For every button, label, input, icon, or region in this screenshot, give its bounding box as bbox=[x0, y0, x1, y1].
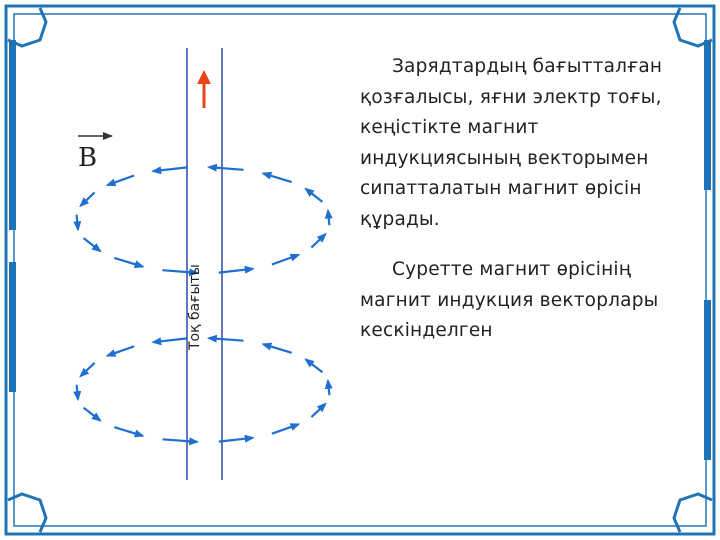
frame-left-bar-bottom bbox=[9, 262, 16, 392]
field-lower-arrow-7 bbox=[82, 406, 102, 422]
field-upper-arrow-14 bbox=[304, 187, 324, 203]
field-upper-arrow-5 bbox=[162, 268, 200, 277]
field-lower-arrow-1 bbox=[324, 378, 333, 396]
frame-right-bar-bottom bbox=[704, 300, 711, 460]
corner-ornament-top-right bbox=[672, 7, 713, 48]
paragraph-2-line-3: кескінделген bbox=[360, 320, 493, 341]
paragraph-1-line-4: индукциясының векторымен bbox=[360, 147, 649, 169]
paragraph-1-line-5: сипатталатын магнит өрісін bbox=[360, 178, 642, 199]
paragraph-2-line-1: Суретте магнит өрісінің bbox=[392, 259, 632, 280]
upper-field-loop bbox=[73, 163, 333, 277]
field-lower-arrow-8 bbox=[73, 384, 82, 402]
field-upper-arrow-12 bbox=[206, 163, 244, 172]
paragraph-figure-caption: Суретте магнит өрісінің магнит индукция … bbox=[360, 255, 710, 347]
paragraph-field-definition: Зарядтардың бағытталған қозғалысы, яғни … bbox=[360, 52, 710, 235]
field-lower-arrow-3 bbox=[271, 423, 301, 435]
field-upper-arrow-3 bbox=[271, 253, 301, 266]
paragraph-1-line-6: құрады. bbox=[360, 208, 440, 230]
current-direction-arrow bbox=[197, 70, 211, 108]
field-upper-arrow-2 bbox=[310, 232, 327, 249]
field-upper-arrow-4 bbox=[218, 265, 255, 274]
field-lower-arrow-11 bbox=[151, 337, 188, 346]
field-upper-arrow-6 bbox=[113, 256, 145, 269]
field-lower-arrow-5 bbox=[162, 437, 200, 446]
frame-left-bar-top bbox=[9, 40, 16, 230]
frame-right-bar-top bbox=[704, 40, 711, 190]
field-lower-arrow-14 bbox=[304, 358, 324, 374]
field-upper-arrow-9 bbox=[79, 191, 96, 208]
field-lower-arrow-10 bbox=[105, 345, 135, 357]
paragraph-2-line-2: магнит индукция векторлары bbox=[360, 289, 659, 311]
field-lower-arrow-9 bbox=[79, 362, 96, 378]
field-upper-arrow-13 bbox=[261, 171, 293, 184]
field-lower-arrow-4 bbox=[218, 434, 255, 443]
field-lower-arrow-6 bbox=[113, 426, 145, 438]
field-upper-arrow-10 bbox=[105, 174, 135, 187]
corner-ornament-bottom-right bbox=[672, 492, 713, 533]
field-upper-arrow-11 bbox=[151, 166, 188, 175]
frame-outer-border bbox=[4, 4, 716, 536]
field-lower-arrow-13 bbox=[261, 342, 293, 354]
field-lower-arrow-12 bbox=[206, 334, 244, 343]
current-direction-label: Тоқ бағыты bbox=[187, 264, 203, 350]
corner-ornament-bottom-left bbox=[7, 492, 48, 533]
corner-ornament-top-left bbox=[7, 7, 48, 48]
field-upper-arrow-1 bbox=[324, 208, 333, 226]
vector-b-label: B bbox=[78, 143, 98, 173]
paragraph-1-line-3: кеңістікте магнит bbox=[360, 117, 539, 138]
field-lower-arrow-2 bbox=[310, 402, 327, 418]
paragraph-1-line-2: қозғалысы, яғни электр тоғы, bbox=[360, 86, 662, 108]
field-upper-arrow-8 bbox=[73, 214, 82, 232]
field-upper-arrow-7 bbox=[82, 237, 102, 253]
lower-field-loop bbox=[73, 334, 333, 446]
paragraph-1-line-1: Зарядтардың бағытталған bbox=[392, 56, 663, 77]
